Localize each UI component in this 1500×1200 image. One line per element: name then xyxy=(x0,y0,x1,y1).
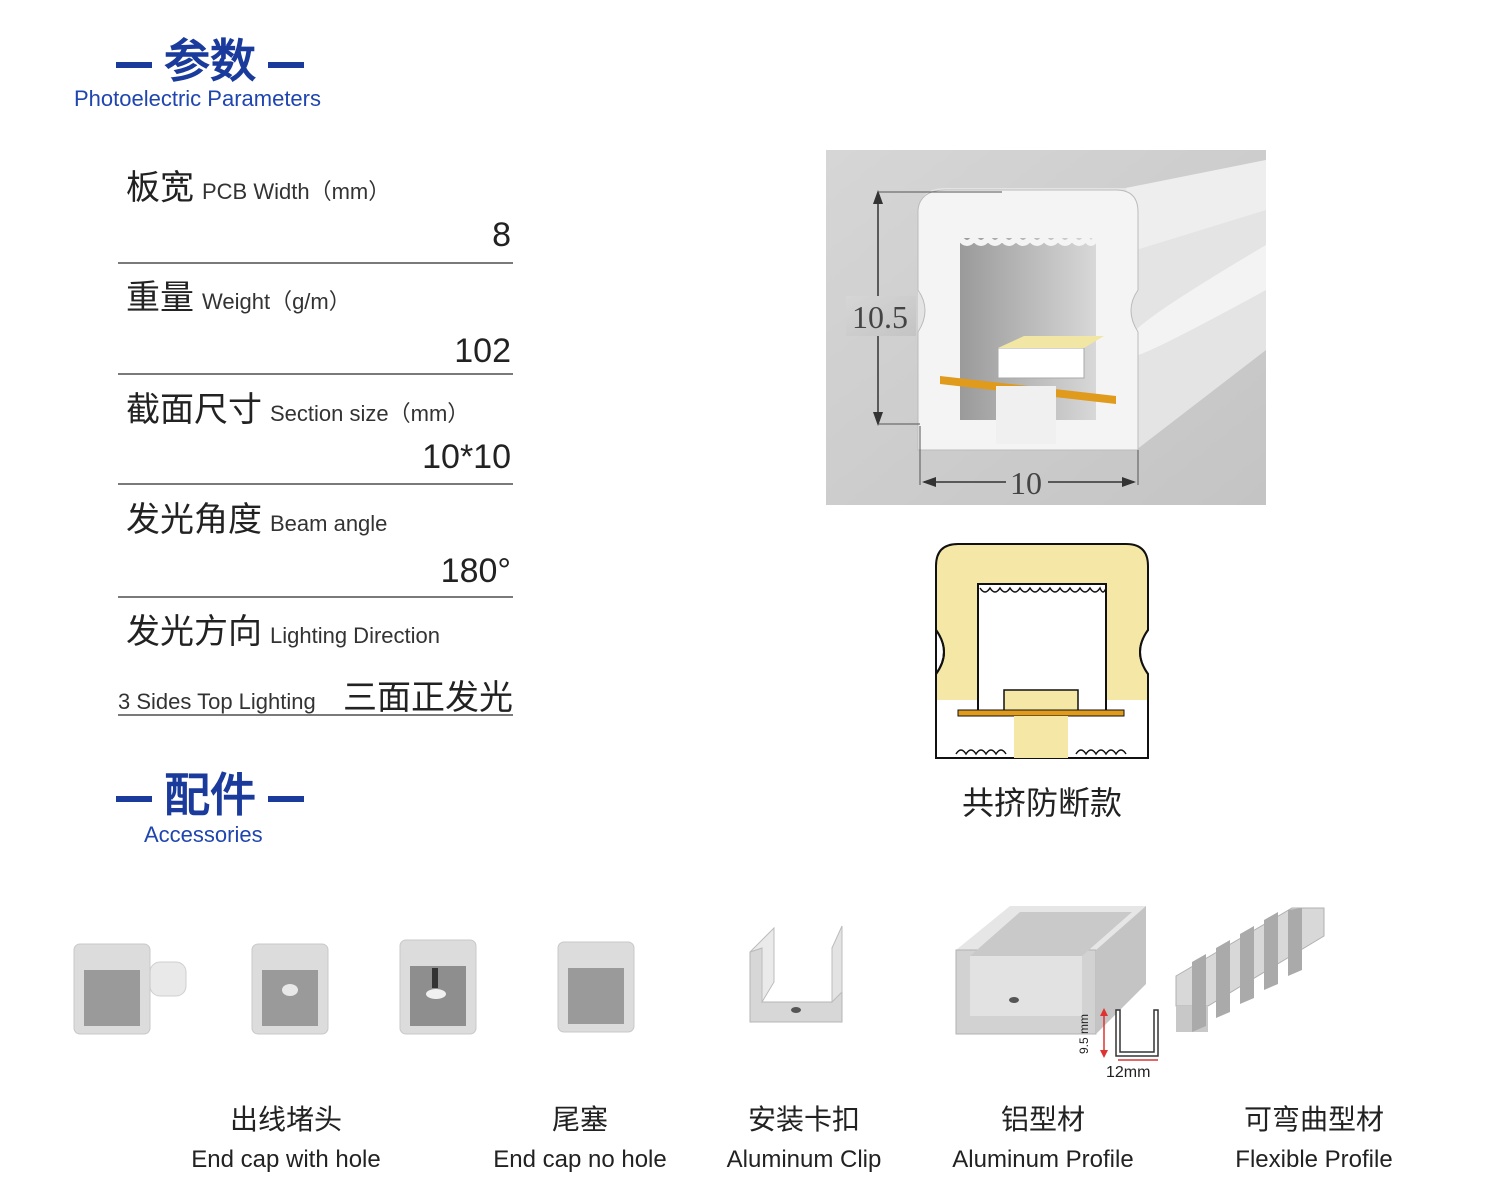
param-label-cn: 截面尺寸 xyxy=(126,390,262,430)
param-label-cn: 发光方向 xyxy=(126,612,262,652)
accessory-aluminum-clip: 安装卡扣 Aluminum Clip xyxy=(696,1098,912,1174)
param-row-weight: 重量 Weight（g/m） 102 xyxy=(118,270,513,375)
accessory-label-cn: 出线堵头 xyxy=(229,1103,342,1136)
accessory-label-en: End cap with hole xyxy=(191,1146,381,1173)
accessories-subtitle: Accessories xyxy=(144,822,263,847)
accessory-label-cn: 尾塞 xyxy=(551,1103,608,1136)
dimension-width-label: 10 xyxy=(1010,465,1042,501)
accessory-label-en: Aluminum Profile xyxy=(952,1146,1134,1173)
param-label-cn: 发光角度 xyxy=(126,500,262,540)
accessories-header: 配件 xyxy=(104,770,316,820)
title-dash-left xyxy=(116,61,152,68)
accessory-end-cap-no-hole: 尾塞 End cap no hole xyxy=(470,1098,690,1174)
param-label-cn: 板宽 xyxy=(126,168,194,208)
end-cap-with-hole-image-3 xyxy=(399,939,477,1035)
param-row-beam-angle: 发光角度 Beam angle 180° xyxy=(118,492,513,598)
param-row-section-size: 截面尺寸 Section size（mm） 10*10 xyxy=(118,382,513,485)
accessory-label-cn: 安装卡扣 xyxy=(747,1103,860,1136)
param-label-en: PCB Width（mm） xyxy=(202,179,391,204)
param-label-en: Beam angle xyxy=(270,511,388,536)
param-row-lighting-direction: 发光方向 Lighting Direction 3 Sides Top Light… xyxy=(118,604,513,718)
params-header: 参数 xyxy=(104,36,316,86)
profile-width-label: 12mm xyxy=(1106,1064,1151,1081)
param-value: 180° xyxy=(440,552,511,590)
profile-height-label: 9.5 mm xyxy=(1077,1014,1091,1054)
profile-dimension-sketch: 9.5 mm xyxy=(1077,1008,1159,1061)
param-label-cn: 重量 xyxy=(126,278,194,318)
title-dash-right xyxy=(268,795,304,802)
param-value: 102 xyxy=(454,332,511,370)
end-cap-with-hole-image-2 xyxy=(251,943,329,1035)
accessories-title: 配件 xyxy=(104,770,316,820)
aluminum-clip-image xyxy=(749,925,843,1023)
dimension-height-label: 10.5 xyxy=(852,299,908,335)
coextrusion-caption: 共挤防断款 xyxy=(961,784,1122,822)
param-value-cn: 三面正发光 xyxy=(343,678,513,718)
accessory-end-cap-with-hole: 出线堵头 End cap with hole xyxy=(176,1098,396,1174)
accessory-label-cn: 铝型材 xyxy=(1000,1103,1085,1136)
accessory-label-en: Flexible Profile xyxy=(1235,1146,1393,1173)
param-label-en: Section size（mm） xyxy=(270,401,470,426)
title-dash-left xyxy=(116,795,152,802)
accessory-label-en: Aluminum Clip xyxy=(726,1146,882,1173)
accessory-label-en: End cap no hole xyxy=(493,1146,667,1173)
end-cap-no-hole-image xyxy=(557,941,635,1033)
param-value: 10*10 xyxy=(422,438,511,476)
accessory-flexible-profile: 可弯曲型材 Flexible Profile xyxy=(1206,1098,1422,1174)
params-title: 参数 xyxy=(104,36,316,86)
param-label-en: Lighting Direction xyxy=(270,623,440,648)
coextrusion-section-drawing xyxy=(935,543,1149,759)
end-cap-with-hole-image xyxy=(73,943,187,1035)
aluminum-profile-image xyxy=(955,906,1146,1035)
param-value: 8 xyxy=(492,216,511,254)
param-label-en: Weight（g/m） xyxy=(202,289,351,314)
title-dash-right xyxy=(268,61,304,68)
flexible-profile-image xyxy=(1175,907,1325,1032)
section-size-drawing: 10.5 10 xyxy=(826,150,1266,505)
param-row-pcb-width: 板宽 PCB Width（mm） 8 xyxy=(118,160,513,264)
accessory-label-cn: 可弯曲型材 xyxy=(1243,1103,1384,1136)
accessory-aluminum-profile: 铝型材 Aluminum Profile xyxy=(930,1098,1156,1174)
params-subtitle: Photoelectric Parameters xyxy=(74,86,321,111)
param-value-en: 3 Sides Top Lighting xyxy=(118,689,316,714)
